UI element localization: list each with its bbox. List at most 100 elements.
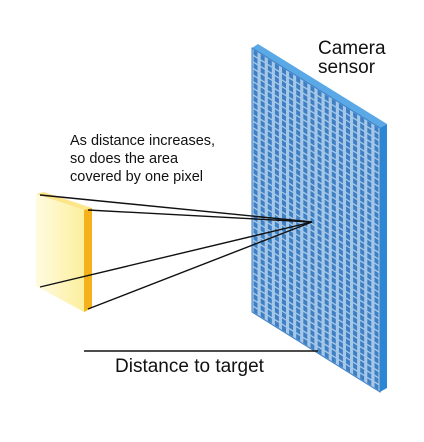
sensor-pixel xyxy=(317,155,322,164)
sensor-pixel xyxy=(260,140,265,148)
sensor-pixel xyxy=(267,111,272,119)
sensor-pixel xyxy=(267,65,272,73)
sensor-pixel xyxy=(331,270,336,278)
sensor-pixel xyxy=(289,118,294,126)
sensor-pixel xyxy=(324,259,329,267)
sensor-pixel xyxy=(267,98,272,106)
sensor-pixel xyxy=(331,303,336,311)
sensor-pixel xyxy=(274,201,279,210)
sensor-pixel xyxy=(317,334,322,342)
sensor-pixel xyxy=(338,202,343,210)
sensor-pixel xyxy=(296,129,301,137)
projection-line-bottom-left xyxy=(39,221,313,288)
sensor-pixel xyxy=(310,276,315,285)
sensor-pixel xyxy=(374,125,379,133)
sensor-pixel xyxy=(317,307,322,316)
sensor-pixel xyxy=(338,327,343,335)
sensor-pixel xyxy=(331,177,336,186)
sensor-pixel xyxy=(360,175,365,184)
sensor-pixel xyxy=(296,201,301,210)
distance-label: Distance to target xyxy=(115,356,264,377)
sensor-pixel xyxy=(324,272,329,280)
sensor-pixel xyxy=(296,168,301,177)
sensor-pixel xyxy=(274,109,279,117)
sensor-pixel xyxy=(317,96,322,104)
sensor-pixel xyxy=(374,369,379,377)
sensor-pixel xyxy=(253,49,258,58)
sensor-pixel xyxy=(282,298,286,307)
sensor-pixel xyxy=(267,124,272,133)
sensor-pixel xyxy=(267,118,272,126)
sensor-pixel xyxy=(324,180,329,188)
sensor-pixel xyxy=(374,197,379,206)
sensor-pixel xyxy=(346,351,350,360)
sensor-pixel xyxy=(310,270,315,278)
sensor-pixel xyxy=(360,129,365,138)
sensor-pixel xyxy=(310,118,315,126)
sensor-pixel-grid xyxy=(253,49,379,391)
sensor-pixel xyxy=(274,148,279,157)
sensor-pixel xyxy=(353,151,358,160)
sensor-pixel xyxy=(353,283,358,292)
sensor-pixel xyxy=(303,338,308,346)
sensor-pixel xyxy=(338,129,343,137)
sensor-pixel xyxy=(267,58,272,67)
sensor-pixel xyxy=(353,244,358,252)
sensor-pixel xyxy=(303,305,308,313)
sensor-pixel xyxy=(296,294,301,302)
sensor-pixel xyxy=(360,189,365,197)
sensor-pixel xyxy=(296,76,301,84)
sensor-pixel xyxy=(260,166,265,174)
sensor-pixel xyxy=(338,301,343,309)
sensor-pixel xyxy=(296,307,301,315)
sensor-pixel xyxy=(260,74,265,82)
sensor-pixel xyxy=(346,232,350,241)
sensor-pixel xyxy=(367,272,372,281)
sensor-pixel xyxy=(253,89,258,97)
area-note-line1: As distance increases, xyxy=(70,133,216,149)
sensor-pixel xyxy=(282,278,286,287)
sensor-pixel xyxy=(367,299,372,307)
sensor-pixel xyxy=(296,89,301,98)
sensor-pixel xyxy=(253,300,258,309)
sensor-pixel xyxy=(282,285,286,293)
sensor-pixel xyxy=(253,287,258,295)
sensor-pixel xyxy=(338,228,343,236)
sensor-pixel xyxy=(353,263,358,272)
sensor-pixel xyxy=(367,345,372,353)
sensor-pixel xyxy=(303,292,308,300)
sensor-pixel xyxy=(374,356,379,364)
sensor-pixel xyxy=(303,325,308,333)
sensor-pixel xyxy=(253,261,258,269)
sensor-pixel xyxy=(353,257,358,265)
sensor-pixel xyxy=(310,171,315,179)
sensor-pixel xyxy=(360,123,365,131)
projection-line-bottom-right xyxy=(87,221,313,310)
sensor-pixel xyxy=(282,305,286,313)
sensor-pixel xyxy=(338,175,343,184)
sensor-pixel xyxy=(360,215,365,223)
sensor-pixel xyxy=(317,129,322,137)
sensor-pixel xyxy=(260,54,265,62)
sensor-pixel xyxy=(289,197,294,205)
sensor-pixel xyxy=(353,197,358,206)
sensor-pixel xyxy=(289,184,294,192)
sensor-pixel xyxy=(367,252,372,261)
sensor-pixel xyxy=(296,228,301,236)
sensor-pixel xyxy=(274,241,279,249)
sensor-pixel xyxy=(331,217,336,225)
sensor-pixel xyxy=(267,316,272,324)
sensor-pixel xyxy=(353,369,358,377)
sensor-pixel xyxy=(338,122,343,131)
sensor-pixel xyxy=(324,107,329,115)
sensor-pixel xyxy=(346,107,350,116)
sensor-pixel xyxy=(282,239,286,247)
sensor-pixel xyxy=(374,323,379,331)
sensor-pixel xyxy=(274,221,279,229)
sensor-pixel xyxy=(296,116,301,124)
sensor-pixel xyxy=(267,137,272,146)
sensor-pixel xyxy=(360,261,365,270)
sensor-pixel xyxy=(267,144,272,152)
sensor-pixel xyxy=(274,142,279,150)
sensor-pixel xyxy=(274,135,279,144)
